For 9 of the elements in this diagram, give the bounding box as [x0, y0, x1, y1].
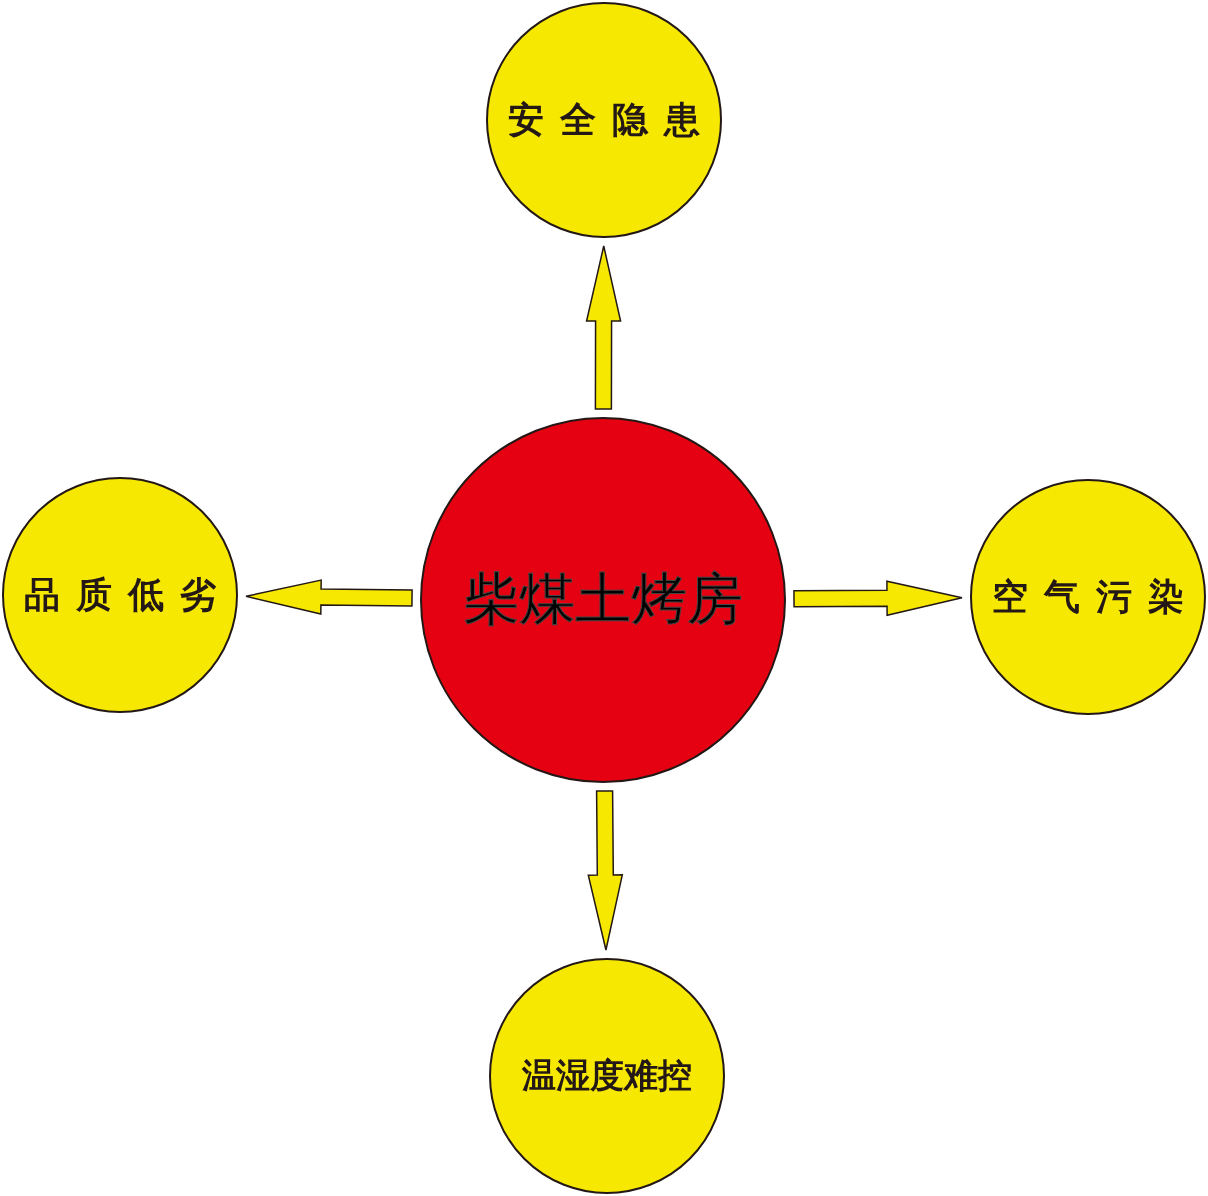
node-label: 温湿度难控	[522, 1054, 692, 1097]
block-arrow	[245, 579, 413, 616]
node-label: 安全隐患	[507, 97, 717, 142]
block-arrow	[793, 580, 963, 617]
node-label: 空气污染	[991, 574, 1201, 619]
block-arrow	[587, 790, 624, 951]
block-arrow	[585, 245, 622, 410]
node-label: 柴煤土烤房	[463, 565, 743, 633]
node-label: 品质低劣	[23, 572, 233, 617]
